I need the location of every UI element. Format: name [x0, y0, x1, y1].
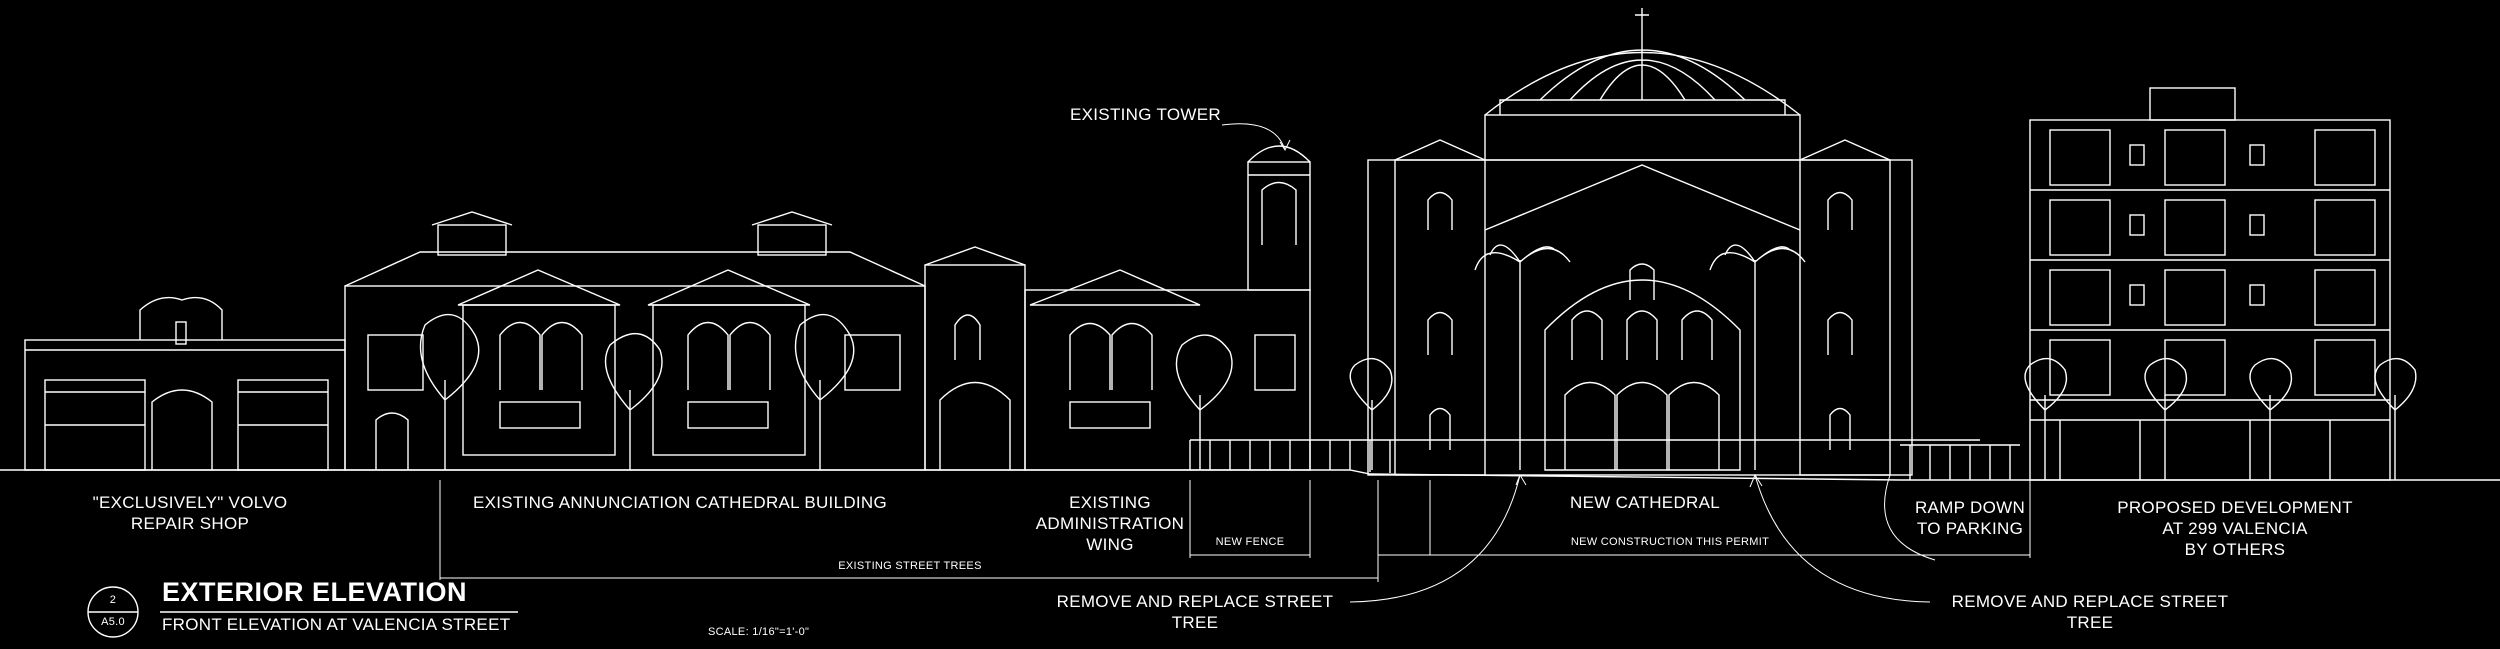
new-cathedral [1349, 8, 1913, 476]
sheet-number: A5.0 [101, 616, 125, 628]
existing-tower-label: EXISTING TOWER [1070, 105, 1221, 124]
title-marker [87, 586, 518, 638]
new-construction-label: NEW CONSTRUCTION THIS PERMIT [1570, 536, 1770, 548]
proposed-development-label: PROPOSED DEVELOPMENT AT 299 VALENCIA BY … [2117, 498, 2353, 559]
annunciation-building [344, 211, 926, 471]
administration-wing [924, 246, 1311, 471]
street-trees-label: EXISTING STREET TREES [838, 560, 982, 572]
proposed-development [2024, 87, 2417, 481]
detail-number: 2 [109, 594, 117, 606]
ground-line [0, 469, 2500, 481]
dimension-lines [439, 123, 2031, 603]
new-fence [1189, 439, 2020, 480]
new-cathedral-label: NEW CATHEDRAL [1570, 493, 1720, 512]
ramp-label: RAMP DOWN TO PARKING [1914, 498, 2026, 538]
remove-tree-label-left: REMOVE AND REPLACE STREET TREE [1056, 592, 1334, 632]
drawing-subtitle: FRONT ELEVATION AT VALENCIA STREET [162, 615, 511, 634]
scale-note: SCALE: 1/16"=1'-0" [708, 626, 810, 638]
remove-tree-label-right: REMOVE AND REPLACE STREET TREE [1951, 592, 2229, 632]
drawing-title: EXTERIOR ELEVATION [162, 577, 468, 607]
admin-wing-label: EXISTING ADMINISTRATION WING [1035, 493, 1185, 554]
annunciation-label: EXISTING ANNUNCIATION CATHEDRAL BUILDING [472, 493, 888, 512]
volvo-shop [24, 296, 346, 471]
volvo-shop-label: "EXCLUSIVELY" VOLVO REPAIR SHOP [92, 493, 288, 533]
new-fence-label: NEW FENCE [1215, 536, 1285, 548]
existing-tower [1247, 145, 1311, 291]
